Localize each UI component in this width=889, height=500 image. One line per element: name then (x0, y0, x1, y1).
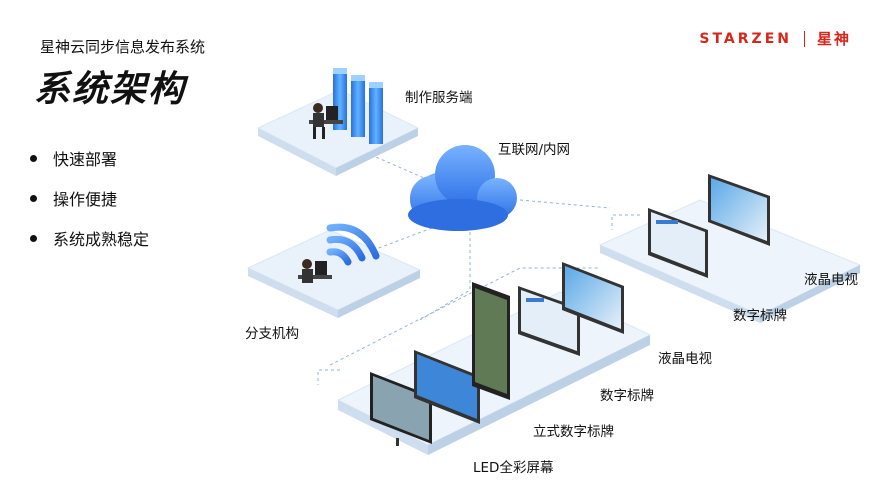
brand-divider (803, 30, 805, 47)
branch-platform (246, 229, 422, 318)
page-title: 系统架构 (34, 69, 187, 110)
brand-name-en: STARZEN (699, 30, 792, 47)
led-screen-label: LED全彩屏幕 (473, 460, 554, 476)
lcd-tv-icon (708, 174, 770, 246)
feature-text: 快速部署 (53, 150, 118, 169)
wifi-signal-icon (326, 223, 380, 266)
feature-item: 快速部署 (30, 138, 149, 178)
feature-item: 系统成熟稳定 (30, 218, 149, 258)
server-rack-icon (333, 68, 383, 144)
server-label: 制作服务端 (405, 90, 473, 106)
cloud-to-branch-line (359, 227, 433, 256)
front-platform-left-line (317, 369, 340, 385)
cloud-icon (408, 145, 517, 231)
brand-logo: STARZEN 星神 (699, 28, 851, 49)
front-lcd-label: 液晶电视 (658, 351, 712, 367)
digital-signage-icon (648, 208, 708, 278)
standing-signage-label: 立式数字标牌 (533, 424, 614, 440)
lcd-screen-icon-back (562, 262, 624, 334)
brand-name-cn: 星神 (816, 30, 851, 48)
feature-item: 操作便捷 (30, 178, 149, 218)
bullet-dot-icon (30, 154, 37, 162)
right-lcd-label: 液晶电视 (804, 272, 858, 288)
front-signage-label: 数字标牌 (600, 388, 654, 404)
front-digital-signage-icon (414, 350, 480, 424)
branch-label: 分支机构 (245, 326, 299, 342)
page-subtitle: 星神云同步信息发布系统 (40, 38, 206, 56)
bullet-dot-icon (30, 234, 37, 242)
operator-at-desk-icon (309, 103, 343, 139)
bullet-dot-icon (30, 194, 37, 202)
right-platform-line (611, 214, 640, 230)
right-signage-label: 数字标牌 (733, 308, 787, 324)
network-label: 互联网/内网 (498, 142, 571, 158)
standing-signage-icon (472, 282, 510, 400)
feature-text: 系统成熟稳定 (53, 230, 150, 249)
feature-text: 操作便捷 (53, 190, 118, 209)
feature-list: 快速部署 操作便捷 系统成熟稳定 (30, 138, 149, 258)
branch-operator-icon (298, 259, 332, 283)
cloud-to-right-line (519, 199, 611, 209)
